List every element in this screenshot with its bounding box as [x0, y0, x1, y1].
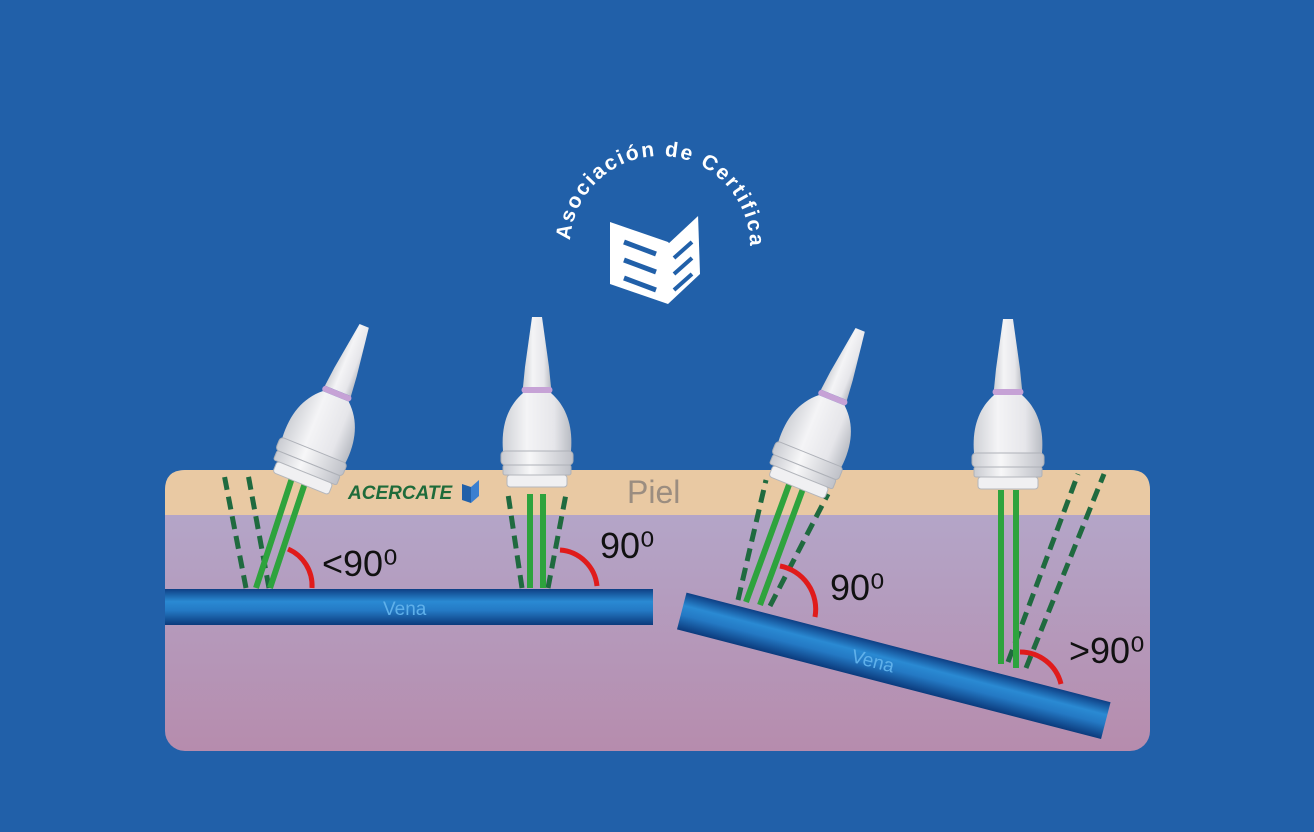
vein-tilted: Vena [676, 592, 1111, 740]
angle-arc-2 [559, 547, 600, 587]
wordmark-book-icon [462, 480, 479, 503]
angle-label-1: <90⁰ [322, 543, 398, 584]
angle-label-4: >90⁰ [1069, 630, 1145, 671]
beam-probe-1 [221, 473, 309, 589]
beam-probe-4 [998, 473, 1107, 669]
angle-arc-4 [1019, 649, 1064, 685]
angle-arc-3 [779, 563, 819, 618]
skin-label: Piel [627, 474, 680, 510]
vein-horizontal: Vena [165, 589, 653, 625]
vein-left-label: Vena [383, 599, 427, 620]
beam-probe-3 [735, 479, 831, 608]
angle-label-3: 90⁰ [830, 567, 884, 608]
angle-arc-1 [286, 546, 315, 589]
beam-probe-2 [505, 493, 569, 589]
acercate-wordmark: ACERCATE [347, 480, 479, 504]
wordmark-text: ACERCATE [347, 483, 453, 504]
logo-book-icon [610, 212, 700, 304]
angle-label-2: 90⁰ [600, 525, 654, 566]
skin-layer [165, 470, 1150, 515]
